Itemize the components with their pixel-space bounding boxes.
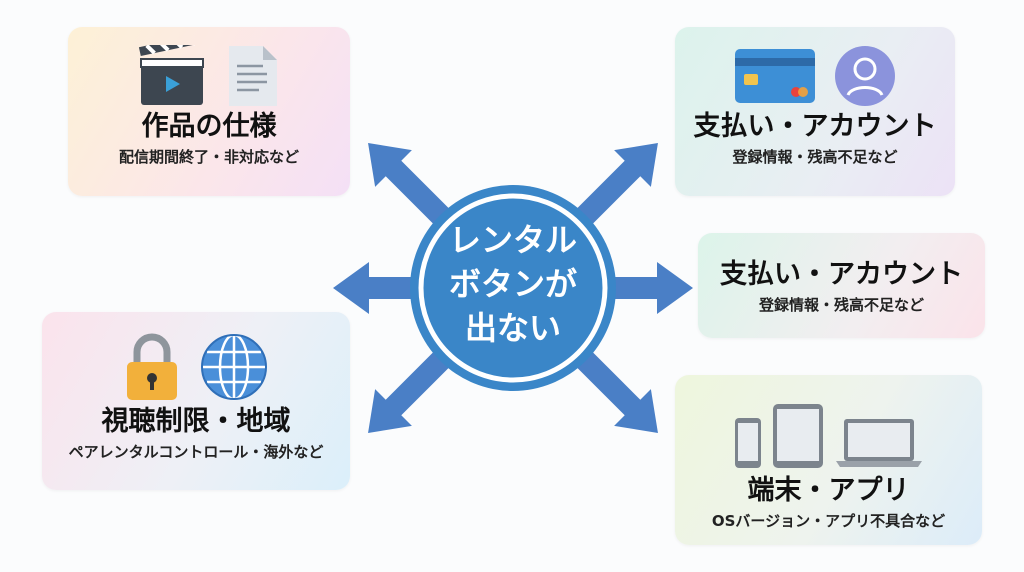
- cause-card-device-app: 端末・アプリ OSバージョン・アプリ不具合など: [675, 375, 982, 545]
- card-subtitle: ペアレンタルコントロール・海外など: [68, 443, 324, 461]
- laptop-icon: [835, 419, 922, 467]
- globe-icon: [201, 333, 267, 401]
- center-line: ボタンが: [448, 265, 577, 303]
- cause-card-payment-account: 支払い・アカウント 登録情報・残高不足など: [675, 27, 955, 196]
- padlock-icon: [127, 333, 177, 400]
- cause-card-content-spec: 作品の仕様 配信期間終了・非対応など: [68, 27, 350, 196]
- center-label: レンタル ボタンが 出ない: [413, 218, 613, 350]
- tablet-icon: [772, 404, 823, 468]
- card-subtitle: 登録情報・残高不足など: [758, 296, 924, 314]
- credit-card-icon: [735, 49, 815, 103]
- clapperboard-icon: [138, 45, 204, 105]
- center-line: 出ない: [464, 309, 561, 347]
- smartphone-icon: [734, 418, 761, 468]
- card-subtitle: 配信期間終了・非対応など: [118, 148, 299, 166]
- document-icon: [229, 46, 277, 106]
- card-subtitle: 登録情報・残高不足など: [732, 148, 898, 166]
- center-circle: [410, 185, 616, 391]
- card-title: 端末・アプリ: [747, 475, 910, 506]
- cause-card-viewing-restriction: 視聴制限・地域 ペアレンタルコントロール・海外など: [42, 312, 350, 490]
- card-title: 作品の仕様: [141, 111, 277, 142]
- user-avatar-icon: [835, 46, 895, 106]
- center-line: レンタル: [448, 221, 577, 259]
- card-title: 視聴制限・地域: [101, 406, 291, 437]
- cause-card-payment-account-2: 支払い・アカウント 登録情報・残高不足など: [698, 233, 985, 338]
- center-ring: [418, 193, 608, 383]
- card-title: 支払い・アカウント: [693, 111, 937, 142]
- card-title: 支払い・アカウント: [720, 259, 963, 290]
- card-subtitle: OSバージョン・アプリ不具合など: [711, 512, 946, 530]
